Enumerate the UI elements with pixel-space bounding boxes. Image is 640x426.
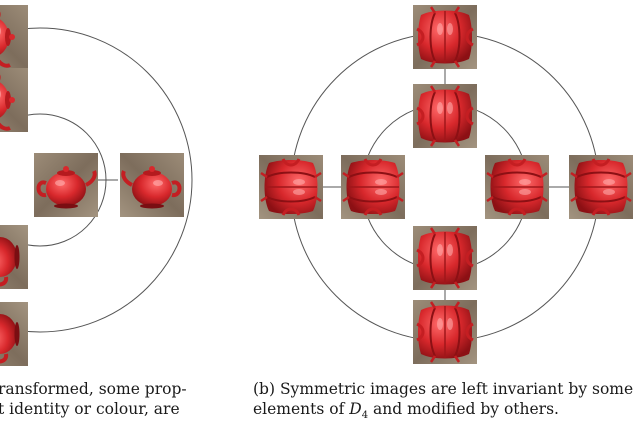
- panel-b-caption-line2-pre: elements of: [253, 400, 350, 418]
- panel-b-caption-line1: (b) Symmetric images are left invariant …: [253, 380, 634, 398]
- symmetric-right-inner-image: [483, 153, 551, 221]
- panel-b-edges: [290, 32, 600, 342]
- teapot-rotated-down-image: [0, 223, 30, 291]
- symmetric-bottom-inner-image: [411, 224, 479, 292]
- panel-a-caption: ransformed, some prop- t identity or col…: [0, 379, 187, 419]
- teapot-rotated-left-image: [0, 3, 30, 71]
- panel-a-caption-line2: t identity or colour, are: [0, 400, 180, 418]
- teapot-rotated-up-image: [0, 300, 30, 368]
- panel-a: [0, 3, 193, 368]
- symmetric-left-outer-image: [257, 153, 325, 221]
- figure-diagram: [0, 3, 635, 368]
- teapot-upright-image: [32, 151, 100, 219]
- panel-a-caption-line1: ransformed, some prop-: [0, 380, 187, 398]
- symmetric-right-outer-image: [567, 153, 635, 221]
- teapot-rotated-right-image: [0, 66, 30, 134]
- symmetric-left-inner-image: [339, 153, 407, 221]
- symmetric-bottom-outer-image: [411, 298, 479, 366]
- panel-b-caption-line2-post: and modified by others.: [368, 400, 559, 418]
- teapot-upright-mirrored-image: [118, 151, 186, 219]
- group-symbol: D: [349, 400, 362, 418]
- panel-b: [257, 3, 635, 366]
- symmetric-top-outer-image: [411, 3, 479, 71]
- panel-b-caption: (b) Symmetric images are left invariant …: [253, 379, 633, 426]
- symmetric-top-inner-image: [411, 82, 479, 150]
